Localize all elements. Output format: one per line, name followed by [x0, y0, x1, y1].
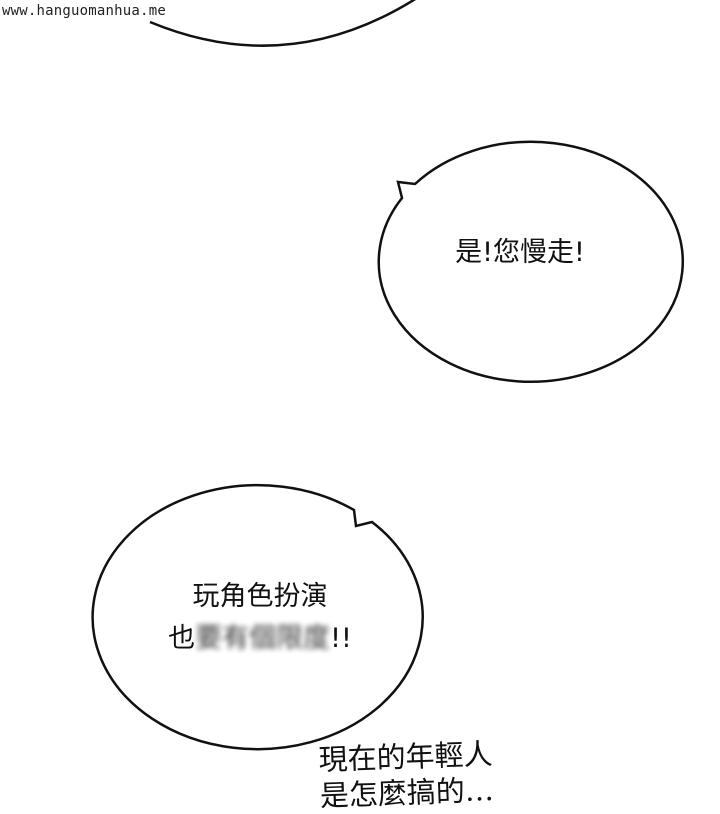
site-watermark: www.hanguomanhua.me — [2, 3, 166, 19]
speech-bubble-role-play — [91, 483, 424, 751]
speech-line-2-end: !! — [330, 623, 352, 654]
speech-bubble-top-partial — [149, 0, 416, 47]
speech-line-2-start: 也 — [168, 623, 196, 654]
narration-line-2: 是怎麼搞的… — [319, 772, 495, 813]
speech-bubble-reply — [377, 140, 685, 383]
narration-text: 現在的年輕人 是怎麼搞的… — [318, 736, 494, 814]
narration-line-1: 現在的年輕人 — [318, 736, 494, 777]
speech-text-role-play: 玩角色扮演 也要有個限度!! — [100, 576, 420, 660]
speech-line-2: 也要有個限度!! — [100, 618, 420, 660]
speech-text-reply: 是!您慢走! — [455, 237, 585, 268]
speech-line-1: 玩角色扮演 — [192, 581, 328, 612]
censored-text: 要有個限度 — [195, 623, 331, 654]
